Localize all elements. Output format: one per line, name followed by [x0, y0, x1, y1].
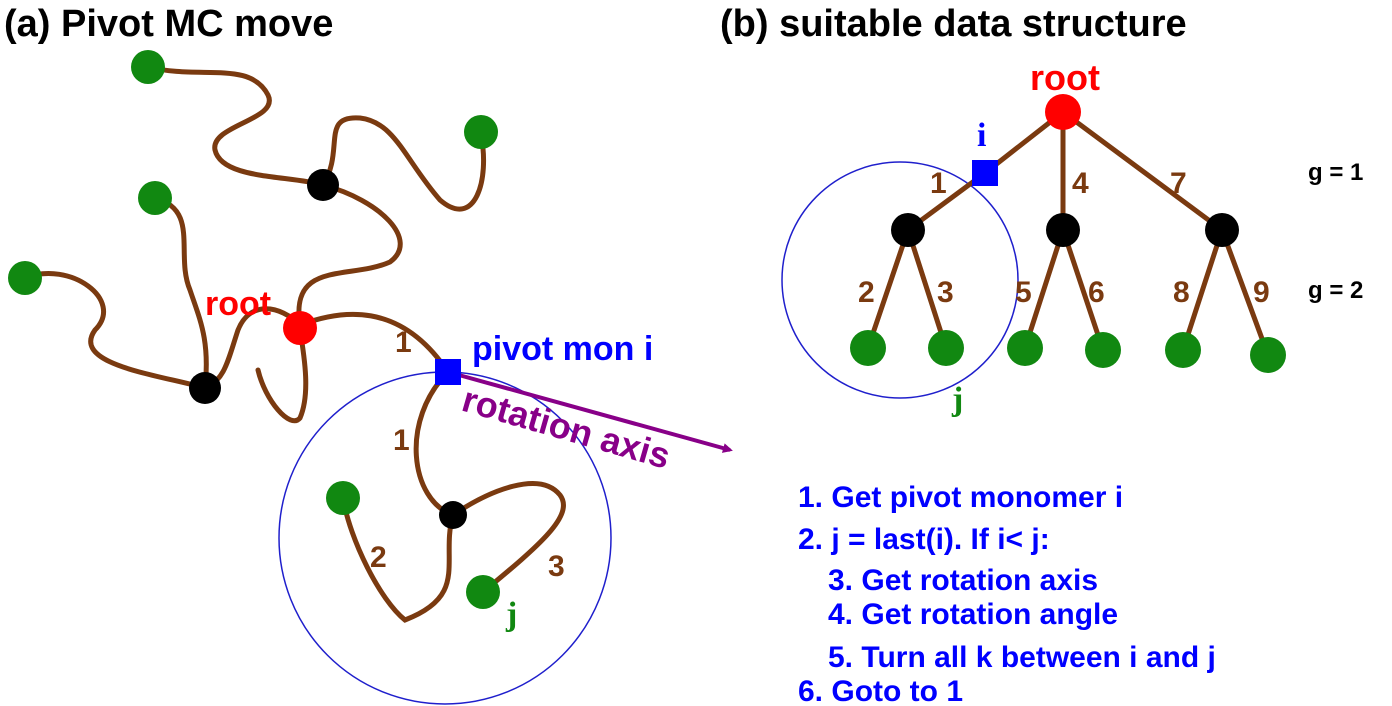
subtree-circle-b	[781, 161, 1019, 399]
root-label-a: root	[205, 285, 271, 323]
edge-label-6: 6	[1088, 276, 1105, 309]
generation-label-2: g = 2	[1308, 277, 1363, 304]
root-label-b: root	[1030, 57, 1100, 98]
bond-left-upper	[152, 195, 209, 391]
edge-5	[1022, 227, 1066, 351]
tree-pivot-node	[972, 160, 998, 186]
tree-leaf-node	[928, 330, 964, 366]
leaf-monomer	[131, 50, 165, 84]
algorithm-steps: 1. Get pivot monomer i 2. j = last(i). I…	[798, 481, 1216, 706]
i-label-b: i	[977, 117, 986, 154]
edge-label-3: 3	[937, 276, 954, 309]
bond-root-dangle	[255, 327, 309, 423]
tree-branch-node	[891, 213, 925, 247]
edge-8	[1180, 227, 1225, 353]
leaf-monomer	[8, 261, 42, 295]
leaf-monomer	[464, 115, 498, 149]
leaf-monomer	[466, 575, 500, 609]
tree-branch-node	[1046, 213, 1080, 247]
root-monomer	[283, 311, 317, 345]
edge-3	[905, 227, 949, 351]
edge-label-4: 4	[1072, 167, 1089, 200]
algorithm-step: 4. Get rotation angle	[828, 598, 1118, 631]
bond-branch-leaf-2	[340, 495, 456, 623]
leaf-monomer	[138, 181, 172, 215]
algorithm-step: 6. Goto to 1	[798, 675, 963, 706]
tree-branch-node	[1205, 213, 1239, 247]
branch-monomer	[439, 501, 467, 529]
algorithm-step: 1. Get pivot monomer i	[798, 481, 1123, 514]
polymer-chain	[22, 64, 566, 623]
bond-center-down	[296, 182, 403, 328]
rotation-axis-arrow	[447, 370, 733, 453]
bond-label-leaf-3: 3	[548, 550, 565, 583]
edge-9	[1219, 227, 1271, 358]
bond-left-lower	[22, 271, 208, 391]
panel-b-title: (b) suitable data structure	[720, 3, 1187, 45]
edge-labels: 1 2 3 4 5 6 7 8 9	[858, 167, 1270, 309]
tree-nodes	[850, 94, 1286, 373]
edge-label-8: 8	[1173, 276, 1190, 309]
edge-7	[1060, 109, 1225, 233]
panel-a-title: (a) Pivot MC move	[4, 3, 333, 45]
j-label-a: j	[505, 596, 517, 633]
leaf-monomer	[326, 481, 360, 515]
bond-label-root-pivot: 1	[395, 326, 412, 359]
bond-label-leaf-2: 2	[370, 541, 387, 574]
pivot-monomer	[435, 359, 461, 385]
branch-monomer	[189, 372, 221, 404]
algorithm-step: 5. Turn all k between i and j	[828, 641, 1216, 674]
bond-pivot-branch	[413, 369, 456, 518]
algorithm-step: 3. Get rotation axis	[828, 564, 1098, 597]
bond-root-branch	[202, 306, 303, 391]
tree-leaf-node	[850, 330, 886, 366]
generation-label-1: g = 1	[1308, 159, 1363, 186]
tree-leaf-node	[1165, 332, 1201, 368]
bond-branch-leaf-3	[450, 481, 566, 595]
edge-label-5: 5	[1015, 276, 1032, 309]
branch-monomer	[307, 169, 339, 201]
edge-2	[865, 227, 911, 351]
pivot-label: pivot mon i	[472, 330, 653, 368]
tree-leaf-node	[1250, 337, 1286, 373]
edge-label-7: 7	[1170, 167, 1187, 200]
edge-label-9: 9	[1253, 276, 1270, 309]
j-label-b: j	[951, 381, 963, 418]
bond-root-pivot	[297, 311, 451, 375]
tree-leaf-node	[1007, 330, 1043, 366]
monomers-a	[8, 50, 500, 609]
rotation-axis-label: rotation axis	[458, 378, 675, 476]
bond-label-pivot-branch: 1	[393, 424, 410, 457]
algorithm-step: 2. j = last(i). If i< j:	[798, 523, 1050, 556]
tree-leaf-node	[1085, 332, 1121, 368]
bond-top-left	[145, 64, 326, 188]
edge-label-2: 2	[858, 276, 875, 309]
edge-label-1: 1	[930, 167, 947, 200]
edge-6	[1060, 227, 1106, 353]
bond-top-right	[320, 115, 486, 212]
tree-root-node	[1045, 94, 1081, 130]
